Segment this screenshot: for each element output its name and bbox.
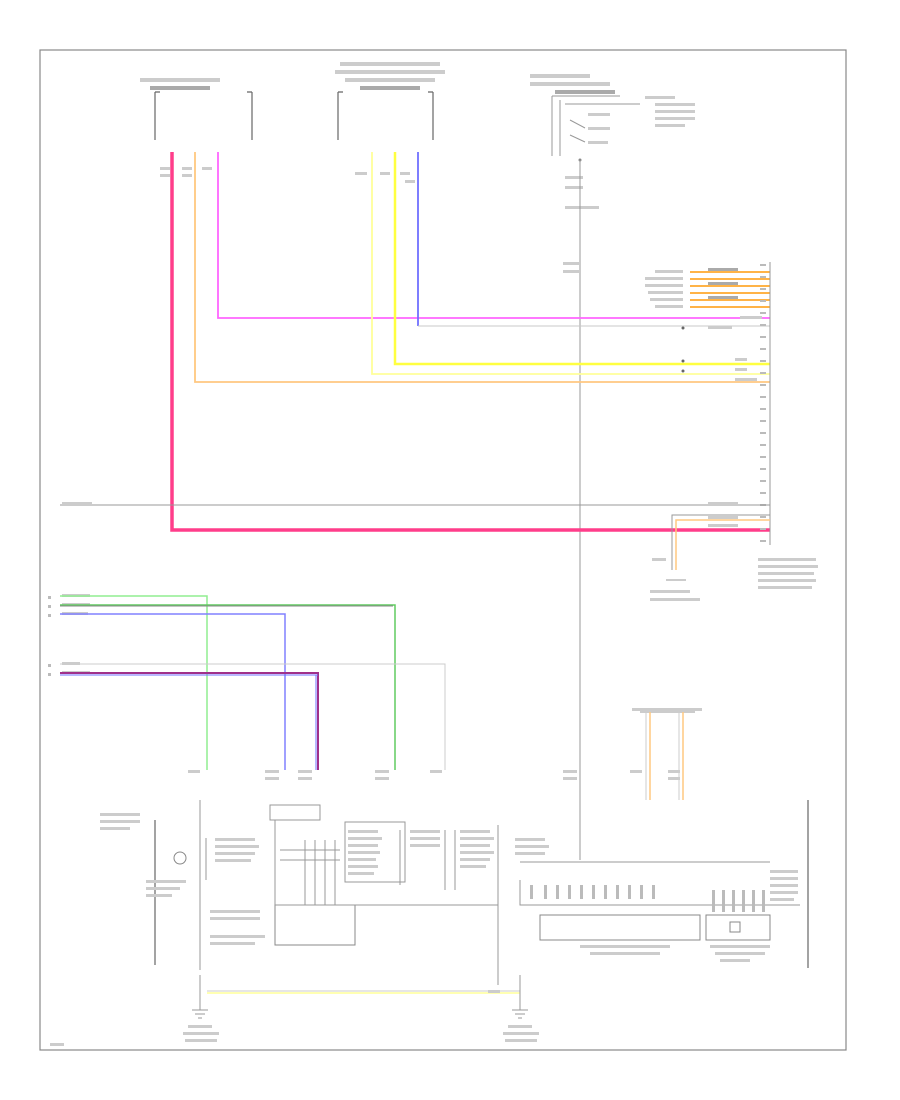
wire-gray-664 [60,663,446,770]
wire-pale-yellow [371,152,770,375]
orange-wires-right-lower [630,708,702,800]
wire-blue-lower [60,613,286,770]
ground-symbol-right [488,975,539,1042]
ground-branch [650,514,770,601]
component-top-left [140,78,253,140]
wire-light-orange [194,152,770,383]
right-module-label [758,558,818,589]
wire-pink [170,152,770,532]
wire-light-green [60,595,208,770]
wire-yellow [393,152,770,366]
wire-harness-right [645,268,770,381]
fuse-panel [530,74,695,273]
wire-magenta [217,152,770,319]
diagram-frame [39,49,847,1051]
component-top-middle [335,62,445,140]
wire-green [60,604,396,770]
wire-purple [60,672,319,770]
connector-pin-column [760,262,771,545]
ground-symbol-left [183,975,219,1042]
footer-code [50,1043,64,1046]
bottom-modules [100,800,809,985]
connector-labels-top [160,167,415,183]
connector-labels-lower [188,770,577,780]
